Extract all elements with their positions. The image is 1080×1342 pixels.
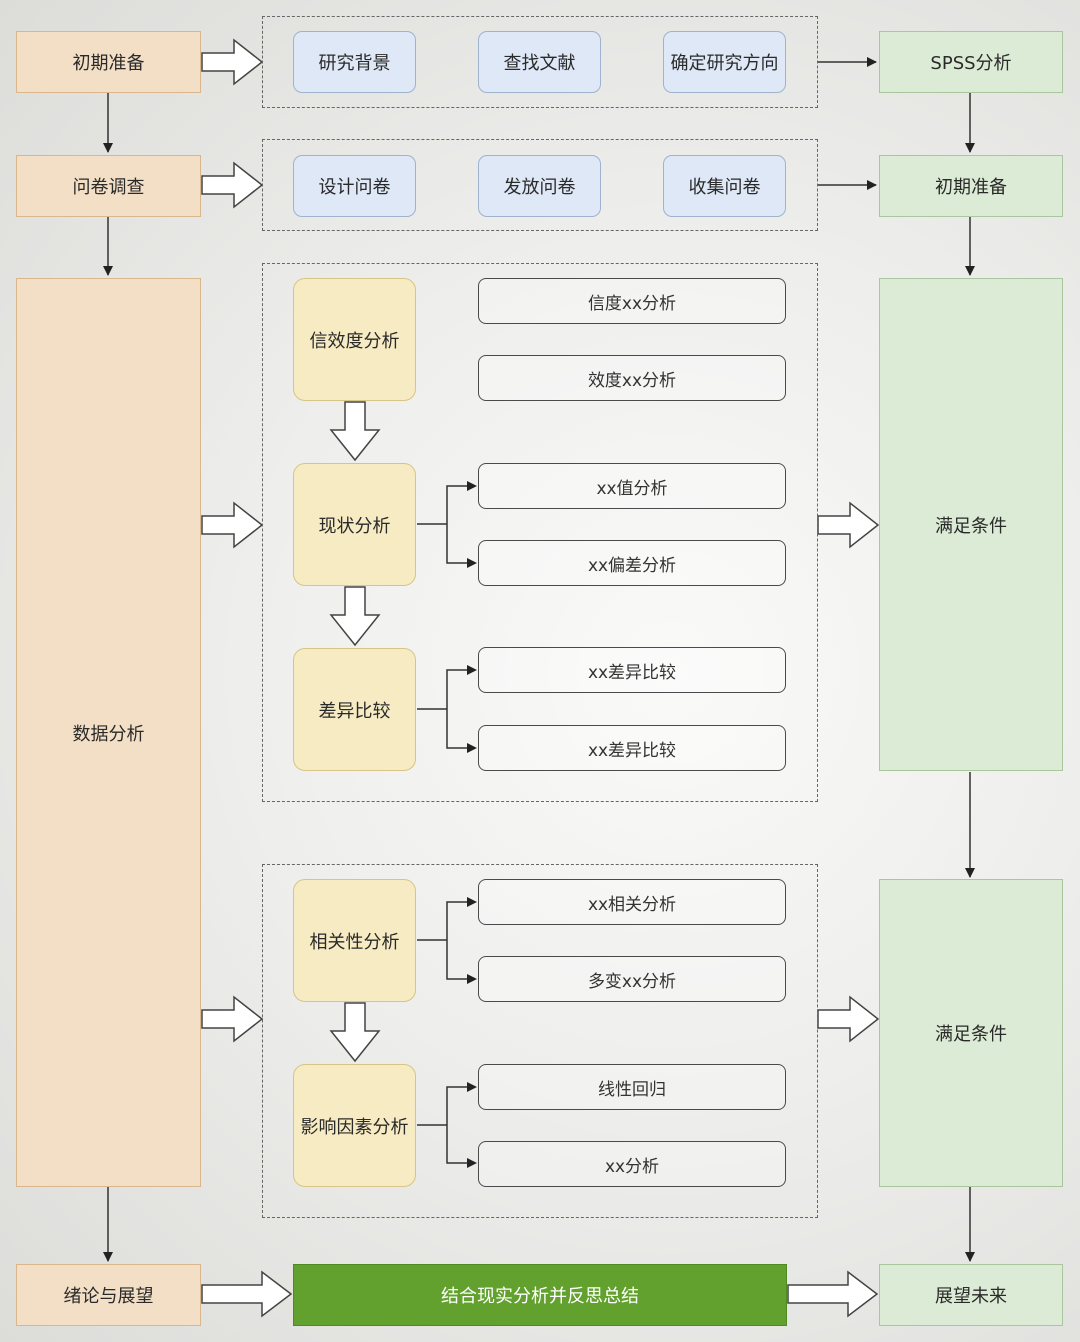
research-background-box: 研究背景 (293, 31, 416, 93)
analysis-block1-frame (262, 263, 818, 802)
block-arrow-result1 (817, 501, 880, 549)
outlook-box: 展望未来 (879, 1264, 1063, 1326)
block-arrow-row1 (201, 38, 264, 86)
block-arrow-analysis2 (201, 995, 264, 1043)
left-survey-box: 问卷调查 (16, 155, 201, 217)
analysis-block2-frame (262, 864, 818, 1218)
status-item-box: xx值分析 (478, 463, 786, 509)
condition-box-1: 满足条件 (879, 278, 1063, 771)
summary-box: 结合现实分析并反思总结 (293, 1264, 787, 1326)
research-direction-box: 确定研究方向 (663, 31, 786, 93)
reliability-item-box: 信度xx分析 (478, 278, 786, 324)
validity-item-box: 效度xx分析 (478, 355, 786, 401)
difference-item-box: xx差异比较 (478, 647, 786, 693)
difference-comparison-box: 差异比较 (293, 648, 416, 771)
left-conclusion-box: 绪论与展望 (16, 1264, 201, 1326)
row2-frame (262, 139, 818, 231)
row1-frame (262, 16, 818, 108)
right-prep-box: 初期准备 (879, 155, 1063, 217)
correlation-item-box: xx相关分析 (478, 879, 786, 925)
correlation-item-box: 多变xx分析 (478, 956, 786, 1002)
literature-search-box: 查找文献 (478, 31, 601, 93)
block-arrow-summary-in (201, 1270, 293, 1318)
reliability-analysis-box: 信效度分析 (293, 278, 416, 401)
status-analysis-box: 现状分析 (293, 463, 416, 586)
difference-item-box: xx差异比较 (478, 725, 786, 771)
block-arrow-result2 (817, 995, 880, 1043)
block-arrow-summary-out (787, 1270, 879, 1318)
influence-item-box: xx分析 (478, 1141, 786, 1187)
distribute-questionnaire-box: 发放问卷 (478, 155, 601, 217)
collect-questionnaire-box: 收集问卷 (663, 155, 786, 217)
condition-box-2: 满足条件 (879, 879, 1063, 1187)
left-prep-box: 初期准备 (16, 31, 201, 93)
block-arrow-analysis1 (201, 501, 264, 549)
status-item-box: xx偏差分析 (478, 540, 786, 586)
influence-item-box: 线性回归 (478, 1064, 786, 1110)
design-questionnaire-box: 设计问卷 (293, 155, 416, 217)
block-arrow-row2 (201, 161, 264, 209)
spss-analysis-box: SPSS分析 (879, 31, 1063, 93)
left-analysis-box: 数据分析 (16, 278, 201, 1187)
influence-factor-box: 影响因素分析 (293, 1064, 416, 1187)
correlation-analysis-box: 相关性分析 (293, 879, 416, 1002)
